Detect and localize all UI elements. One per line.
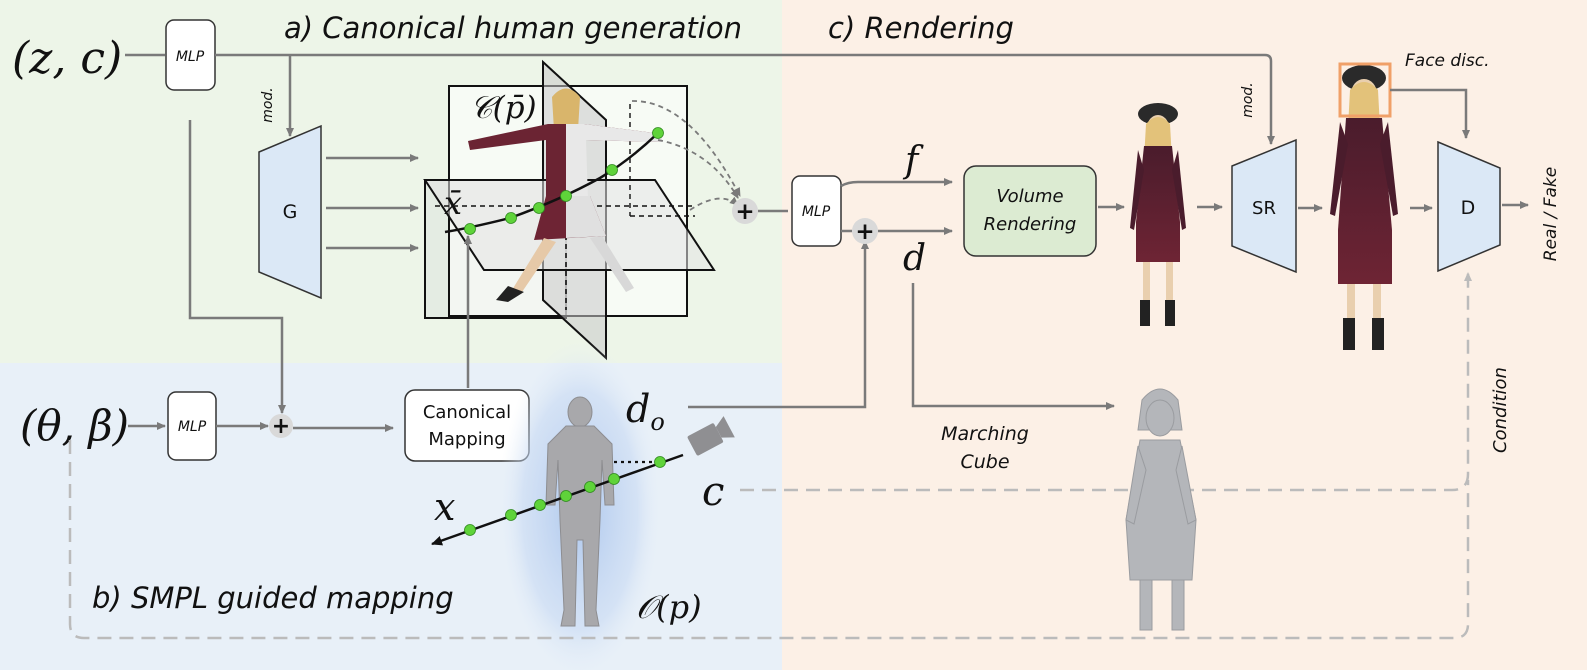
condition-label: Condition [1490, 367, 1511, 453]
d-o-label: do [626, 387, 665, 436]
smpl-body [545, 396, 615, 627]
d-label: d [903, 238, 926, 279]
camera-icon [687, 416, 735, 456]
low-res-render-image [1130, 103, 1186, 326]
generator-block [258, 124, 322, 300]
arrow-mlp-f [840, 178, 953, 188]
x-bar-label: x̄ [444, 184, 462, 222]
real-fake-label: Real / Fake [1541, 167, 1561, 261]
arrow-mlp-to-sr-mod [215, 53, 1275, 145]
volume-rendering-label-2: Rendering [984, 214, 1077, 235]
arrow-d-to-mesh [911, 283, 1115, 410]
arrow-face-to-d [1390, 88, 1470, 139]
section-c-title: c) Rendering [828, 11, 1014, 45]
observation-sample-points [464, 456, 666, 536]
volume-rendering-block [963, 165, 1097, 257]
plus-sign-density: + [855, 219, 874, 245]
mlp-render-block [791, 175, 842, 247]
face-disc-label: Face disc. [1405, 51, 1490, 71]
sr-label: SR [1252, 198, 1276, 219]
section-a-title: a) Canonical human generation [284, 11, 742, 45]
observation-space-label: 𝒪(p) [636, 588, 702, 626]
plus-sign-features: + [735, 199, 754, 225]
sr-block [1231, 138, 1297, 274]
marching-cube-label-1: Marching [941, 423, 1029, 445]
volume-rendering-label-1: Volume [996, 186, 1063, 207]
marching-cube-label-2: Cube [960, 451, 1009, 473]
plus-node-features [732, 198, 758, 224]
mlp-render-label: MLP [802, 204, 831, 220]
canonical-sample-points [464, 127, 664, 235]
mod-label-right: mod. [1240, 82, 1256, 118]
canonical-mapping-label-1: Canonical [423, 402, 511, 423]
canonical-space-label: 𝒞(p̄) [470, 90, 537, 126]
discriminator-label: D [1461, 197, 1476, 219]
arrow-do-to-plus [688, 240, 869, 409]
x-label: x [434, 485, 455, 529]
arrow-c-to-plus [188, 120, 286, 414]
feature-sampling-curves [631, 100, 741, 211]
canonical-mapping-label-2: Mapping [428, 429, 505, 450]
discriminator-block [1437, 140, 1501, 273]
plus-node-density [852, 218, 878, 244]
generator-label: G [283, 201, 298, 223]
mod-label-left: mod. [260, 87, 276, 123]
pose-condition-line [68, 440, 1470, 640]
canonical-human-figure [468, 88, 662, 302]
section-b-title: b) SMPL guided mapping [92, 581, 454, 615]
plus-sign-bottom: + [272, 414, 290, 439]
input-theta-beta: (θ, β) [20, 401, 129, 450]
mlp-top-label: MLP [176, 49, 205, 65]
input-z-c: (z, c) [12, 33, 122, 84]
camera-condition-line [740, 272, 1472, 492]
marching-cube-mesh [1125, 388, 1197, 631]
plus-node-bottom [269, 414, 293, 438]
mlp-bottom-label: MLP [178, 419, 207, 435]
high-res-render-image [1330, 65, 1398, 350]
camera-c-label: c [702, 469, 724, 515]
